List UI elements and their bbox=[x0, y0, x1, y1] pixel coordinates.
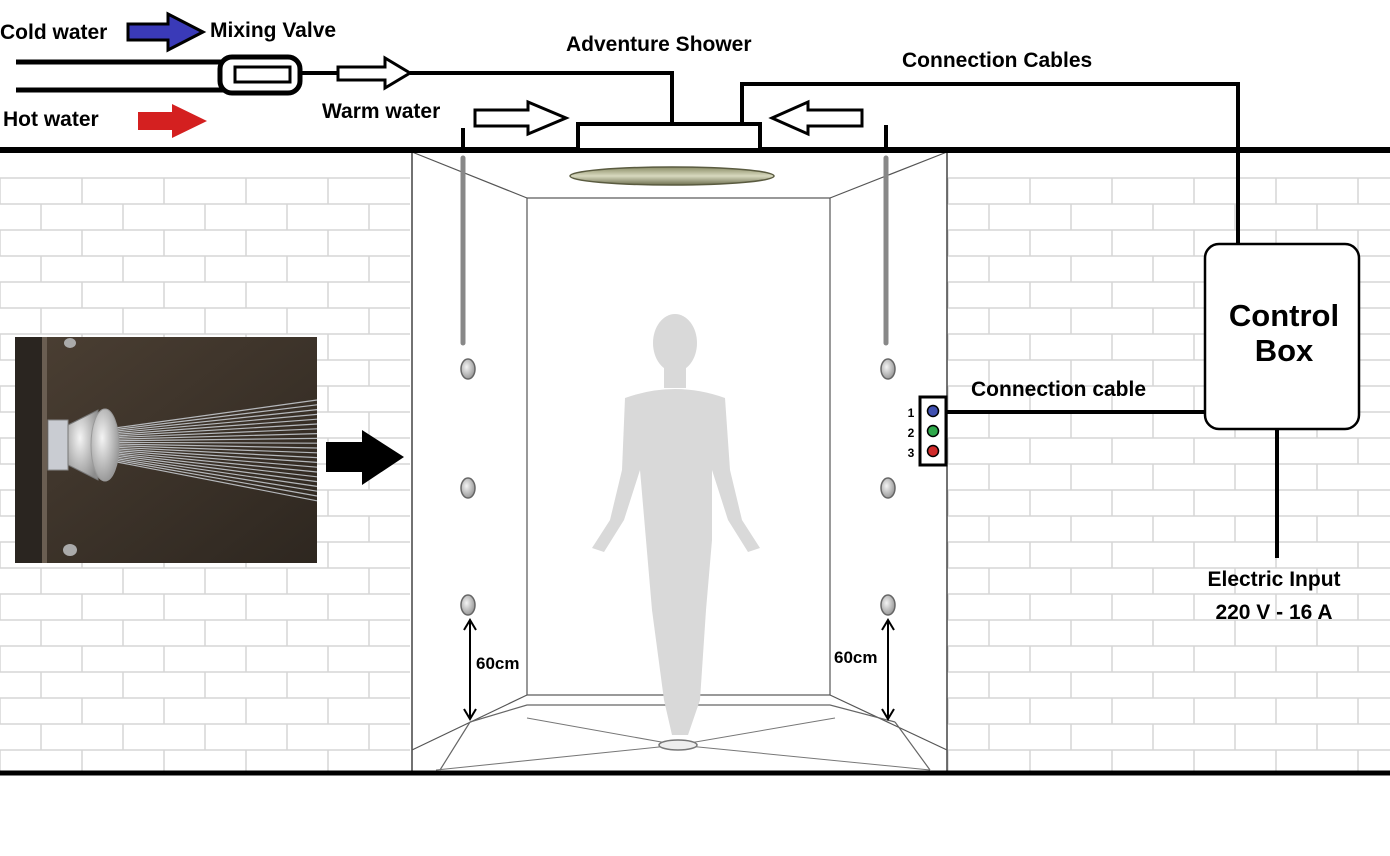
adventure-shower-label: Adventure Shower bbox=[566, 33, 752, 56]
height-label-right: 60cm bbox=[834, 648, 877, 667]
person-silhouette-icon bbox=[592, 314, 760, 735]
port-3-label: 3 bbox=[908, 446, 915, 460]
electric-input-label: Electric Input bbox=[1207, 568, 1340, 591]
body-jets bbox=[460, 358, 896, 616]
port-1-indicator bbox=[926, 404, 940, 418]
port-3-indicator bbox=[926, 444, 940, 458]
body-jet-nozzle-icon bbox=[880, 358, 896, 380]
mixing-valve-icon bbox=[217, 54, 303, 96]
body-jet-nozzle-icon bbox=[460, 594, 476, 616]
connection-cables-line bbox=[740, 82, 1240, 244]
control-box: Control Box bbox=[1203, 242, 1361, 431]
port-2-label: 2 bbox=[908, 426, 915, 440]
cold-water-label: Cold water bbox=[0, 21, 107, 44]
control-box-label-line1: Control bbox=[1229, 298, 1339, 333]
height-marker-right: 60cm bbox=[834, 618, 895, 721]
warm-water-label: Warm water bbox=[322, 100, 440, 123]
height-marker-left: 60cm bbox=[463, 618, 519, 721]
cold-water-arrow-icon bbox=[126, 11, 207, 53]
rain-shower-head-icon bbox=[569, 166, 775, 186]
body-jet-nozzle-icon bbox=[880, 594, 896, 616]
black-arrow-icon bbox=[326, 430, 404, 485]
body-jet-nozzle-icon bbox=[460, 358, 476, 380]
port-panel: 1 2 3 bbox=[908, 395, 948, 467]
side-pipes bbox=[460, 155, 889, 346]
drain-icon bbox=[658, 739, 698, 751]
port-2-indicator bbox=[926, 424, 940, 438]
shower-mount-box bbox=[576, 122, 762, 152]
hot-water-label: Hot water bbox=[3, 108, 99, 131]
connection-cable-label: Connection cable bbox=[971, 378, 1146, 401]
warm-water-pipe bbox=[410, 71, 674, 125]
warm-water-arrow-icon bbox=[473, 99, 570, 137]
inlet-pipes bbox=[16, 59, 225, 93]
water-jet-photo-icon bbox=[15, 337, 318, 563]
connection-cables-label: Connection Cables bbox=[902, 49, 1092, 72]
flow-arrow-to-pipe bbox=[336, 55, 413, 91]
incoming-arrow-icon bbox=[768, 99, 864, 137]
electric-input-spec: 220 V - 16 A bbox=[1215, 601, 1332, 624]
body-jet-nozzle-icon bbox=[460, 477, 476, 499]
height-label-left: 60cm bbox=[476, 654, 519, 673]
body-jet-nozzle-icon bbox=[880, 477, 896, 499]
control-box-label-line2: Box bbox=[1255, 333, 1314, 368]
mixing-valve-label: Mixing Valve bbox=[210, 19, 336, 42]
hot-water-arrow-icon bbox=[138, 104, 207, 138]
port-1-label: 1 bbox=[908, 406, 915, 420]
